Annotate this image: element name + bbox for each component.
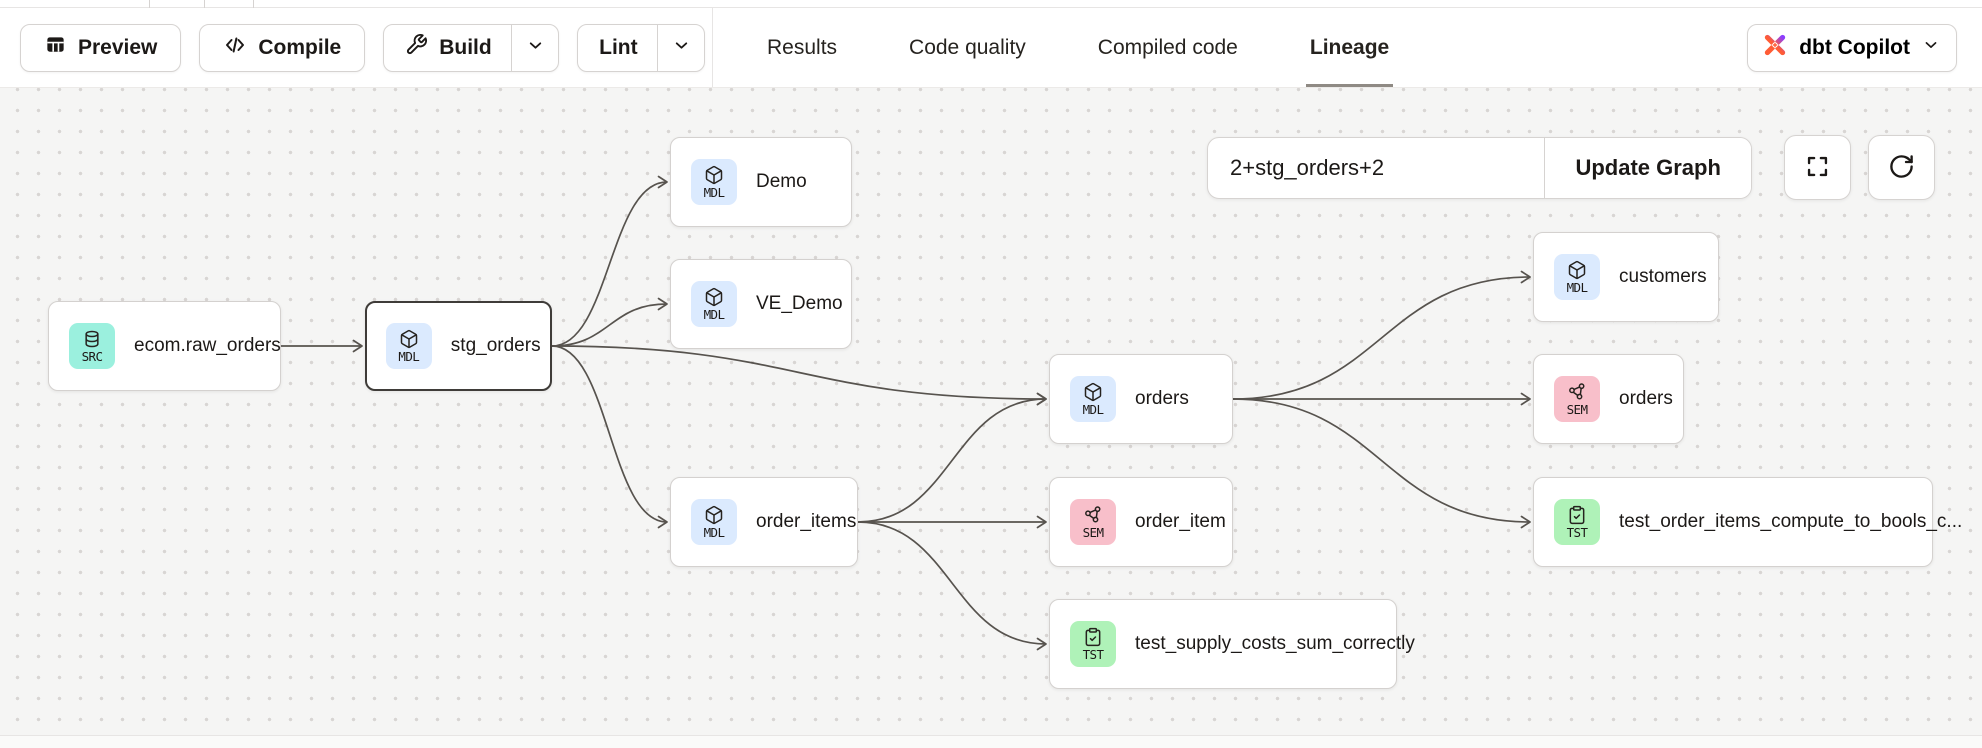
lint-button[interactable]: Lint [578, 25, 656, 71]
results-panel-tabs: Results Code quality Compiled code Linea… [763, 8, 1394, 87]
dbt-copilot-button[interactable]: dbt Copilot [1747, 23, 1957, 72]
tab-divider [204, 0, 205, 8]
build-button-label: Build [439, 35, 492, 59]
node-type-label: MDL [703, 184, 725, 200]
tab-label: Code quality [909, 35, 1026, 59]
node-type-label: SRC [81, 348, 103, 364]
lineage-node-demo[interactable]: MDL Demo [670, 137, 852, 227]
lineage-node-order_item_sem[interactable]: SEM order_item [1049, 477, 1233, 567]
node-label: orders [1619, 388, 1673, 409]
cube-icon: MDL [1070, 376, 1116, 422]
lineage-node-customers[interactable]: MDL customers [1533, 232, 1719, 322]
cube-icon: MDL [691, 499, 737, 545]
database-icon: SRC [69, 323, 115, 369]
cube-icon: MDL [691, 159, 737, 205]
chevron-down-icon [525, 35, 546, 61]
lineage-node-order_items[interactable]: MDL order_items [670, 477, 858, 567]
node-label: stg_orders [450, 335, 541, 356]
lineage-node-test_order_items[interactable]: TST test_order_items_compute_to_bools_c..… [1533, 477, 1962, 567]
table-icon [44, 33, 67, 62]
node-label: test_supply_costs_sum_correctly [1135, 633, 1415, 654]
node-type-label: TST [1082, 646, 1104, 662]
lint-button-label: Lint [599, 35, 638, 59]
node-label: test_order_items_compute_to_bools_c... [1619, 511, 1963, 532]
node-label: VE_Demo [756, 293, 843, 314]
node-type-label: MDL [1082, 401, 1104, 417]
fullscreen-button[interactable] [1784, 135, 1851, 200]
selector-divider [1544, 138, 1546, 198]
tab-lineage[interactable]: Lineage [1305, 8, 1394, 87]
copilot-button-label: dbt Copilot [1799, 35, 1910, 59]
node-label: customers [1619, 266, 1707, 287]
tab-code-quality[interactable]: Code quality [905, 8, 1030, 87]
node-label: Demo [756, 171, 807, 192]
node-label: order_item [1135, 511, 1226, 532]
node-type-label: TST [1566, 524, 1588, 540]
preview-button[interactable]: Preview [20, 23, 182, 72]
lineage-node-ve_demo[interactable]: MDL VE_Demo [670, 259, 852, 349]
tab-label: Lineage [1309, 35, 1390, 59]
refresh-graph-button[interactable] [1868, 135, 1935, 200]
lint-split-button: Lint [577, 23, 705, 72]
editor-toolbar: Preview Compile Build [0, 8, 713, 87]
tab-results[interactable]: Results [763, 8, 841, 87]
node-label: ecom.raw_orders [134, 335, 281, 356]
node-type-label: MDL [1566, 279, 1588, 295]
tab-label: Compiled code [1097, 35, 1238, 59]
semantic-model-icon: SEM [1554, 376, 1600, 422]
node-type-label: SEM [1566, 401, 1588, 417]
fullscreen-icon [1804, 153, 1831, 183]
dbt-logo-icon [1762, 32, 1788, 64]
node-label: order_items [756, 511, 857, 532]
test-icon: TST [1554, 499, 1600, 545]
tab-divider [253, 0, 254, 8]
button-divider [656, 24, 658, 71]
lineage-selector-input[interactable] [1208, 138, 1544, 198]
compile-button[interactable]: Compile [199, 23, 366, 72]
preview-button-label: Preview [78, 35, 158, 59]
compile-button-label: Compile [258, 35, 342, 59]
code-icon [223, 33, 247, 63]
refresh-icon [1888, 153, 1915, 183]
chevron-down-icon [1921, 35, 1941, 61]
cube-icon: MDL [691, 281, 737, 327]
node-type-label: MDL [703, 524, 725, 540]
file-tabstrip-remnant [0, 0, 1982, 8]
lineage-selector: Update Graph [1207, 137, 1752, 199]
cube-icon: MDL [385, 323, 432, 369]
node-label: orders [1135, 388, 1189, 409]
ide-header: Preview Compile Build [0, 8, 1982, 88]
build-dropdown-button[interactable] [512, 25, 558, 71]
semantic-model-icon: SEM [1070, 499, 1116, 545]
lineage-node-stg_orders[interactable]: MDL stg_orders [365, 301, 552, 391]
bottom-panel-edge [0, 735, 1982, 748]
cube-icon: MDL [1554, 254, 1600, 300]
tab-divider [149, 0, 150, 8]
tab-compiled-code[interactable]: Compiled code [1094, 8, 1242, 87]
node-type-label: MDL [398, 348, 420, 364]
wrench-icon [405, 33, 428, 62]
tab-label: Results [767, 35, 838, 59]
update-graph-button[interactable]: Update Graph [1545, 138, 1751, 198]
node-type-label: SEM [1082, 524, 1104, 540]
build-split-button: Build [383, 23, 560, 72]
node-type-label: MDL [703, 306, 725, 322]
lineage-node-raw_orders[interactable]: SRC ecom.raw_orders [48, 301, 281, 391]
lineage-edges [280, 175, 1531, 651]
lineage-node-orders_sem[interactable]: SEM orders [1533, 354, 1684, 444]
button-divider [510, 24, 513, 71]
test-icon: TST [1070, 621, 1116, 667]
lineage-node-orders_mdl[interactable]: MDL orders [1049, 354, 1233, 444]
lint-dropdown-button[interactable] [658, 25, 704, 71]
lineage-node-test_supply[interactable]: TST test_supply_costs_sum_correctly [1049, 599, 1415, 689]
build-button[interactable]: Build [384, 25, 511, 71]
chevron-down-icon [671, 35, 692, 61]
